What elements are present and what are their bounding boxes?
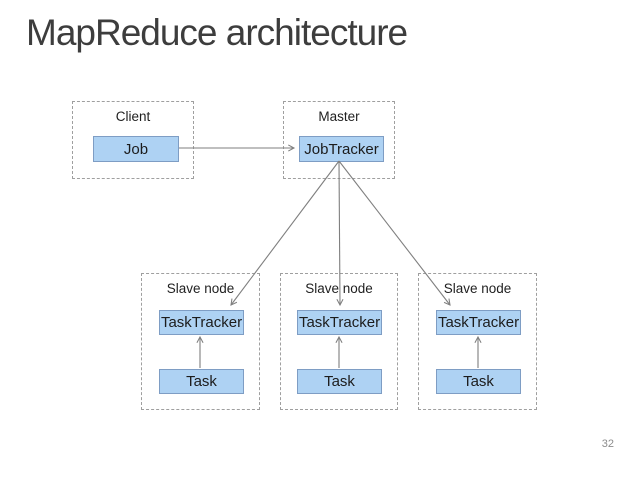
slide-title: MapReduce architecture	[26, 12, 408, 53]
client-group-label: Client	[115, 109, 151, 124]
jobtracker-node: JobTracker	[299, 136, 384, 162]
slave-node-group-1: Slave node TaskTracker Task	[141, 273, 260, 410]
tasktracker-node-3: TaskTracker	[436, 310, 521, 335]
task-node-2: Task	[297, 369, 382, 394]
tasktracker-node-2: TaskTracker	[297, 310, 382, 335]
client-group: Client Job	[72, 101, 194, 179]
master-group-label: Master	[318, 109, 360, 124]
master-group: Master JobTracker	[283, 101, 395, 179]
slave-node-label-2: Slave node	[305, 281, 373, 296]
slave-node-group-3: Slave node TaskTracker Task	[418, 273, 537, 410]
slave-node-label-3: Slave node	[443, 281, 512, 296]
slave-node-group-2: Slave node TaskTracker Task	[280, 273, 398, 410]
task-node-1: Task	[159, 369, 244, 394]
task-node-3: Task	[436, 369, 521, 394]
page-number: 32	[601, 438, 614, 450]
tasktracker-node-1: TaskTracker	[159, 310, 244, 335]
job-node: Job	[93, 136, 179, 162]
slave-node-label-1: Slave node	[166, 281, 235, 296]
